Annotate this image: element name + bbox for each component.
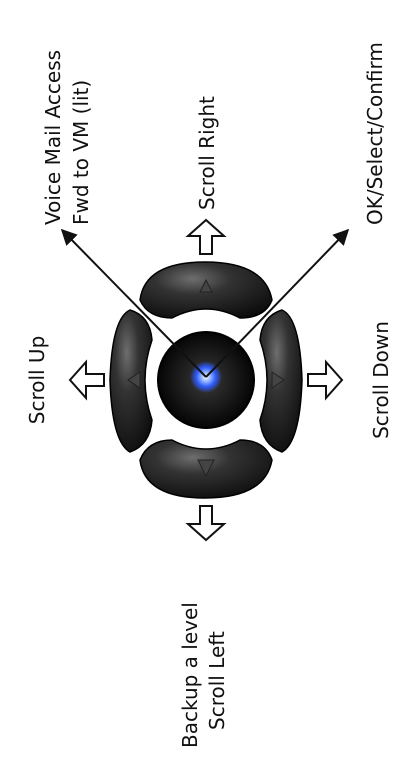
scroll-right-label: Scroll Right (195, 96, 219, 210)
scroll-up-label: Scroll Up (25, 336, 49, 425)
voicemail-label-line2: Fwd to VM (lit) (69, 80, 93, 225)
scroll-down-label: Scroll Down (369, 321, 393, 439)
voicemail-label-line1: Voice Mail Access (41, 50, 65, 225)
scroll-right-arrow (188, 220, 224, 254)
scroll-down-arrow (308, 362, 342, 398)
scroll-up-arrow (70, 362, 104, 398)
ok-select-label: OK/Select/Confirm (363, 42, 387, 225)
backup-label-line1: Backup a level (178, 602, 202, 748)
nav-pad (110, 262, 302, 498)
backup-label-line2: Scroll Left (205, 631, 229, 730)
scroll-left-arrow (188, 506, 224, 540)
